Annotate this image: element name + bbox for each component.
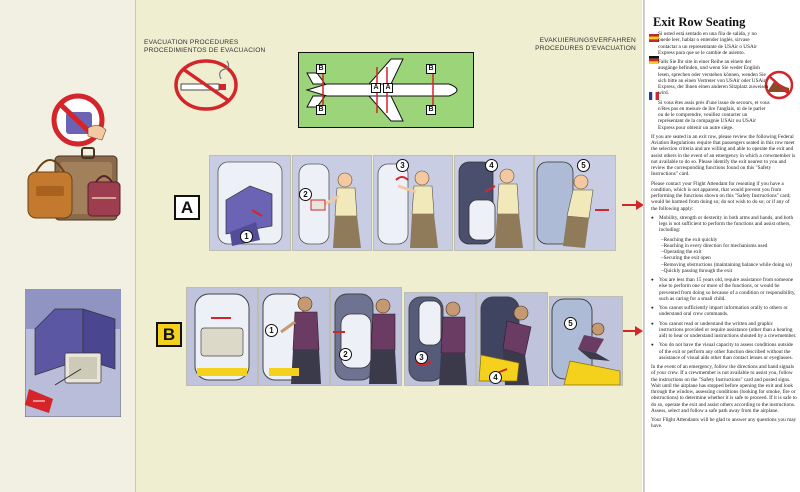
sequence-a-step-5: 5: [534, 155, 616, 251]
sequence-b-step-5: 4: [476, 292, 548, 386]
step-number-a2: 2: [299, 188, 312, 201]
exit-location-diagram: B B A A B B: [298, 52, 474, 128]
arrow-right-icon: [622, 200, 644, 210]
criteria-age: You are less than 15 years old, require …: [651, 277, 797, 302]
diagram-exit-a-1: A: [371, 83, 381, 93]
spanish-paragraph: Si usted está sentado en una fila de sal…: [658, 31, 757, 56]
right-panel: Exit Row Seating Si usted está sentado e…: [644, 0, 800, 492]
high-heel-shoe-icon: [764, 70, 794, 100]
flag-icon: [649, 34, 659, 42]
sublist-item: –Removing obstructions (maintaining bala…: [661, 261, 792, 268]
header-left-line-2: PROCEDIMIENTOS DE EVACUACION: [144, 47, 266, 54]
diagram-exit-b-rear: B: [426, 64, 436, 74]
criteria-visual: You do not have the visual capacity to a…: [651, 342, 797, 361]
step-number-a1: 1: [240, 230, 253, 243]
sequence-b-step-6: 5: [549, 296, 623, 386]
left-panel: [0, 0, 136, 492]
sublist-item: –Reaching in every direction for mechani…: [661, 242, 768, 249]
exit-row-title: Exit Row Seating: [653, 15, 746, 29]
sequence-a-step-3: 3: [373, 155, 453, 251]
no-smoking-icon: [174, 59, 238, 111]
sublist-item: –Securing the exit open: [661, 255, 711, 262]
header-right-line-1: EVAKUIERUNGSVERFAHREN: [539, 37, 636, 44]
header-right: EVAKUIERUNGSVERFAHREN PROCEDURES D'EVACU…: [535, 37, 636, 53]
french-paragraph: Si vous êtes assis près d'une issue de s…: [658, 99, 770, 131]
arrow-right-icon: [623, 326, 643, 336]
sequence-b-step-1: [186, 287, 258, 386]
step-number-a5: 5: [577, 159, 590, 172]
sublist-item: –Operating the exit: [661, 249, 702, 255]
criteria-reading: You cannot read or understand the writte…: [651, 321, 797, 340]
header-left-line-1: EVACUATION PROCEDURES: [144, 39, 239, 46]
no-baggage-illustration: [27, 93, 121, 221]
sequence-a-label: A: [174, 195, 200, 220]
criteria-oral: You cannot sufficiently impart informati…: [651, 305, 797, 318]
sublist-item: –Quickly passing through the exit: [661, 267, 733, 274]
header-left: EVACUATION PROCEDURES PROCEDIMIENTOS DE …: [144, 39, 266, 55]
sequence-a-step-1: 1: [209, 155, 291, 251]
sublist-item: –Reaching the exit quickly: [661, 236, 718, 243]
diagram-exit-a-2: A: [383, 83, 393, 93]
step-number-b1: 1: [265, 324, 278, 337]
under-seat-stowage-illustration: [25, 289, 121, 417]
middle-panel: EVACUATION PROCEDURES PROCEDIMIENTOS DE …: [136, 0, 644, 492]
step-number-b4: 4: [489, 371, 502, 384]
exit-row-text: Si usted está sentado en una fila de sal…: [651, 31, 797, 433]
diagram-exit-b-rear-lower: B: [426, 105, 436, 115]
step-number-b2: 2: [339, 348, 352, 361]
flag-icon: [649, 56, 659, 64]
garment-bag-icon: [87, 181, 121, 217]
sequence-a-step-2: 2: [292, 155, 372, 251]
german-paragraph: Falls Sie Ihr site in einer Reihe an ein…: [658, 59, 769, 97]
emergency-paragraph: In the event of an emergency, follow the…: [651, 364, 797, 414]
header-right-line-2: PROCEDURES D'EVACUATION: [535, 45, 636, 52]
fold-line: [135, 0, 136, 492]
diagram-exit-b-front: B: [316, 64, 326, 74]
closing-paragraph: Your Flight Attendants will be glad to a…: [651, 417, 797, 430]
sequence-b-step-4: 3: [404, 292, 476, 386]
sequence-b-label: B: [156, 322, 182, 347]
step-number-b3: 3: [415, 351, 428, 364]
step-number-a4: 4: [485, 159, 498, 172]
sequence-a-step-4: 4: [454, 155, 534, 251]
step-number-b5: 5: [564, 317, 577, 330]
fold-line: [643, 0, 644, 492]
criteria-mobility: Mobility, strength or dexterity in both …: [651, 215, 797, 234]
airplane-diagram-icon: [305, 58, 458, 122]
reseating-paragraph: Please contact your Flight Attendant for…: [651, 180, 791, 212]
diagram-exit-b-front-lower: B: [316, 105, 326, 115]
flag-icon: [649, 92, 659, 100]
intro-paragraph: If you are seated in an exit row, please…: [651, 133, 796, 178]
sequence-b-step-2: 1: [258, 287, 330, 386]
step-number-a3: 3: [396, 159, 409, 172]
sequence-b-step-3: 2: [330, 287, 402, 386]
